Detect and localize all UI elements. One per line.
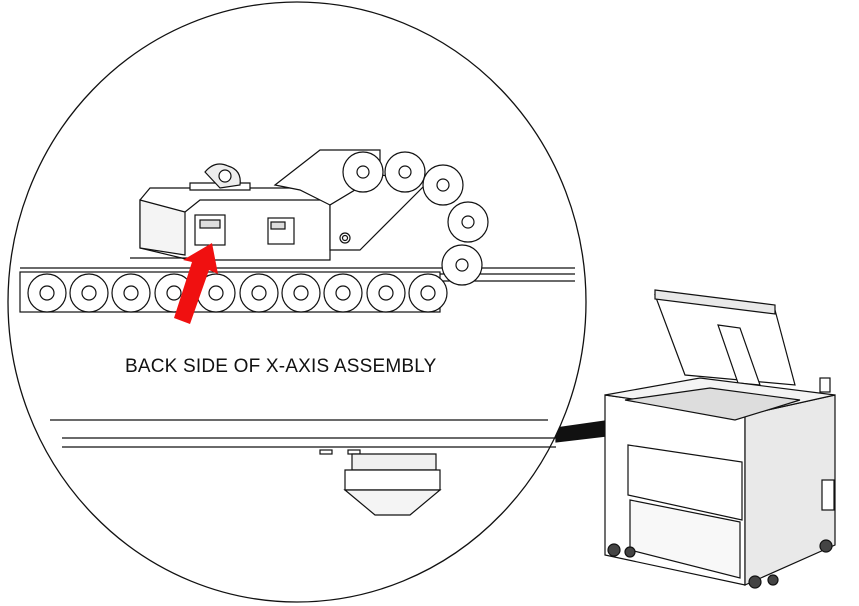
laser-cutter-machine — [604, 289, 836, 589]
x-axis-assembly — [19, 149, 575, 313]
detail-caption: BACK SIDE OF X-AXIS ASSEMBLY — [125, 356, 437, 377]
callout-arrow-icon — [174, 243, 218, 324]
laser-head-detail — [50, 419, 556, 516]
cable-chain — [19, 271, 448, 313]
